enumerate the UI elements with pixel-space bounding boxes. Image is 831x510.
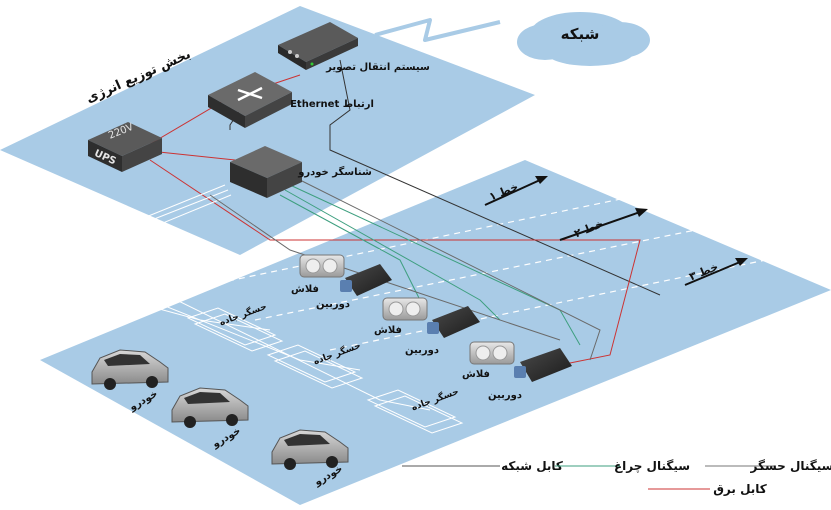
network-cloud: شبکه [517, 12, 650, 66]
legend-network-cable-label: کابل شبکه [501, 459, 563, 473]
lane-dividers [184, 194, 791, 351]
lane-2-arrow-icon [559, 208, 648, 241]
lane-1-arrow-icon [484, 176, 548, 206]
sensor-signal-line [48, 189, 361, 371]
legend-light-signal-label: سیگنال چراغ [614, 459, 690, 473]
road-sensor [266, 344, 364, 389]
vehicle [91, 349, 169, 390]
network-cable-line [329, 59, 661, 296]
light-signal-line [279, 194, 421, 301]
flash-label: فلاش [291, 284, 319, 295]
light-signal-line [284, 189, 501, 321]
road-sensor [366, 389, 464, 434]
camera-label: دوربین [405, 345, 439, 356]
sensor-signal-line [299, 179, 601, 361]
legend: کابل شبکه سیگنال چراغ سیگنال حسگر کابل ب… [402, 459, 831, 496]
video-transmission-label: سیستم انتقال تصویر [325, 62, 430, 73]
flash-unit [299, 254, 345, 278]
vehicle-detector-device [230, 146, 302, 198]
camera-unit [427, 306, 480, 338]
vehicle [271, 429, 349, 470]
flash-label: فلاش [374, 325, 402, 336]
legend-sensor-signal-label: سیگنال حسگر [750, 459, 831, 473]
camera-label: دوربین [316, 299, 350, 310]
cables [13, 59, 661, 411]
power-cable-line [149, 159, 641, 366]
ethernet-switch [208, 72, 292, 128]
road-sensor [186, 307, 284, 352]
flash-label: فلاش [462, 369, 490, 380]
upper-plane [0, 6, 535, 255]
lane-3-arrow-icon [684, 258, 748, 286]
ethernet-label: ارتباط Ethernet [290, 99, 374, 110]
video-transmission-device [278, 22, 358, 70]
switch-arrows-icon [237, 86, 263, 102]
camera-unit [514, 348, 572, 382]
sensor-signal-line [13, 184, 271, 331]
camera-unit [340, 264, 392, 296]
flash-unit [469, 341, 515, 365]
flash-unit [382, 297, 428, 321]
camera-label: دوربین [488, 390, 522, 401]
ups-device: 220V UPS [88, 122, 162, 172]
legend-power-cable-label: کابل برق [713, 482, 767, 496]
network-cloud-label: شبکه [561, 25, 600, 43]
sensor-signal-line [83, 194, 431, 411]
vehicle-detector-label: شناسگر خودرو [297, 165, 372, 178]
vehicle [171, 387, 249, 428]
wireless-link-icon [374, 18, 501, 42]
